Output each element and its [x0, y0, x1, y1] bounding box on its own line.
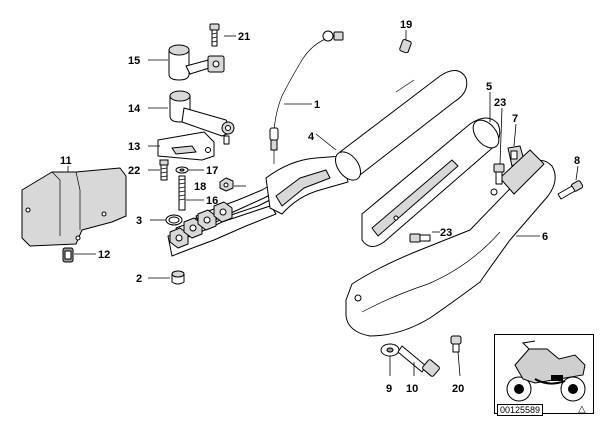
callout-9: 9 [386, 383, 392, 395]
part-10-bolt[interactable] [397, 345, 440, 377]
callout-6: 6 [542, 231, 548, 243]
part-15-bracket[interactable] [168, 44, 225, 81]
part-18-nut[interactable] [219, 177, 234, 192]
callout-14: 14 [128, 103, 141, 115]
callout-18: 18 [194, 181, 206, 193]
motorcycle-locator-icon [506, 340, 586, 402]
part-16-stud[interactable] [178, 175, 186, 211]
callout-23-upper: 23 [494, 97, 506, 109]
exhaust-manifold[interactable] [167, 181, 281, 257]
part-13-plate[interactable] [157, 131, 215, 161]
part-12-clip[interactable] [62, 247, 74, 263]
part-9-washer[interactable] [380, 343, 400, 357]
part-23-screw-upper[interactable] [493, 163, 505, 185]
part-2-sleeve[interactable] [171, 270, 185, 285]
part-20-screw[interactable] [450, 335, 462, 353]
callout-11: 11 [60, 155, 72, 167]
callout-labels: 21 15 14 13 22 17 18 16 3 2 11 12 1 4 19… [60, 19, 580, 395]
part-1-lambda-sensor[interactable] [269, 30, 344, 164]
part-11-heat-shield[interactable] [21, 167, 127, 247]
callout-5: 5 [486, 81, 492, 93]
part-19-plug[interactable] [399, 39, 412, 54]
callout-21: 21 [238, 31, 250, 43]
part-5-muffler-front[interactable] [361, 115, 504, 247]
callout-16: 16 [206, 195, 218, 207]
callout-19: 19 [400, 19, 412, 31]
diagram-number: 00125589 [497, 404, 544, 416]
callout-20: 20 [452, 383, 464, 395]
part-6-silencer[interactable] [345, 149, 556, 337]
collector-pipe[interactable] [265, 155, 349, 215]
part-3-gasket[interactable] [165, 214, 183, 226]
part-23-screw-lower[interactable] [409, 233, 431, 243]
callout-13: 13 [128, 141, 140, 153]
callout-15: 15 [128, 55, 140, 67]
part-4-pipe[interactable] [330, 70, 468, 184]
part-14-arm[interactable] [169, 90, 235, 145]
part-21-screw[interactable] [209, 23, 220, 47]
callout-17: 17 [206, 165, 218, 177]
callout-2: 2 [136, 273, 142, 285]
callout-23-lower: 23 [440, 227, 452, 239]
warning-triangle-icon: △ [578, 404, 586, 415]
callout-7: 7 [512, 113, 518, 125]
callout-22: 22 [128, 165, 140, 177]
motorcycle-locator-inset [494, 334, 594, 414]
callout-3: 3 [136, 215, 142, 227]
part-17-washer[interactable] [175, 166, 189, 174]
leader-lines [67, 30, 579, 377]
callout-8: 8 [574, 155, 580, 167]
callout-12: 12 [98, 249, 110, 261]
part-8-screw[interactable] [557, 180, 584, 200]
part-22-bolt[interactable] [159, 159, 169, 181]
callout-4: 4 [308, 131, 315, 143]
callout-1: 1 [314, 99, 320, 111]
callout-10: 10 [406, 383, 418, 395]
